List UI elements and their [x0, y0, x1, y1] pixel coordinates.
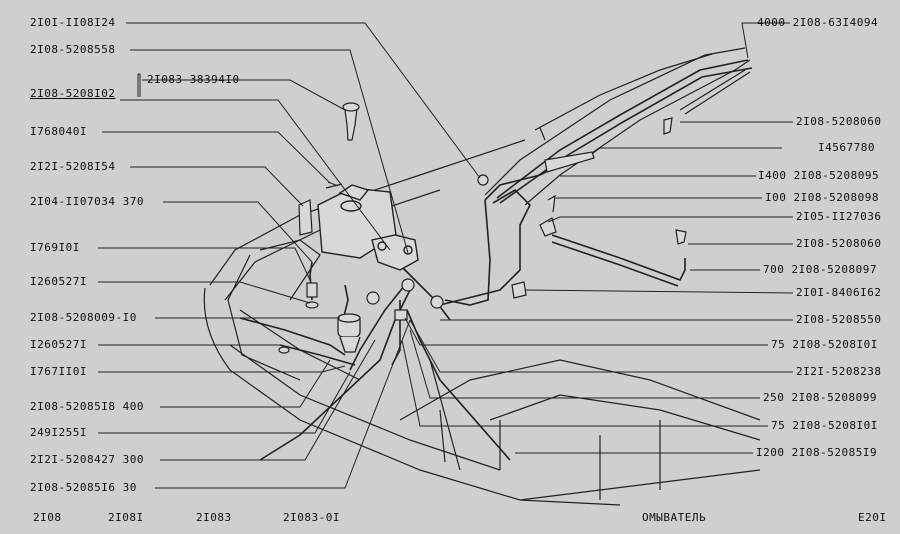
callout-left-5: 2I2I-5208I54 — [30, 160, 116, 173]
leader-lines-left — [98, 22, 481, 489]
callout-left-10: I260527I — [30, 338, 87, 351]
callout-right-14: 75 2I08-5208I0I — [771, 419, 878, 432]
callout-left-1: 2I0I-II08I24 — [30, 16, 116, 29]
callout-right-13: 250 2I08-5208099 — [763, 391, 877, 404]
footer-model-3: 2I083 — [196, 511, 232, 524]
callout-left-14: 2I2I-5208427 300 — [30, 453, 144, 466]
callout-left-8: I260527I — [30, 275, 87, 288]
callout-right-6: 2I05-II27036 — [796, 210, 882, 223]
callout-left-11: I767II0I — [30, 365, 87, 378]
callout-left-7: I769I0I — [30, 241, 80, 254]
callout-left-15: 2I08-52085I6 30 — [30, 481, 137, 494]
callout-left-13: 249I255I — [30, 426, 87, 439]
pump — [337, 313, 361, 353]
footer-model-2: 2I08I — [108, 511, 144, 524]
callout-right-8: 700 2I08-5208097 — [763, 263, 877, 276]
footer-title: ОМЫВАТЕЛЬ — [642, 511, 707, 524]
callout-right-10: 2I08-5208550 — [796, 313, 882, 326]
small-parts — [278, 102, 687, 354]
car-body-outline — [203, 139, 761, 506]
callout-inner: 2I083-38394I0 — [147, 73, 240, 86]
callout-right-3: I4567780 — [818, 141, 875, 154]
callout-left-12: 2I08-52085I8 400 — [30, 400, 144, 413]
callout-right-7: 2I08-5208060 — [796, 237, 882, 250]
leader-lines-right — [401, 22, 794, 454]
callout-left-4: I768040I — [30, 125, 87, 138]
footer-page-code: E20I — [858, 511, 887, 524]
callout-right-12: 2I2I-5208238 — [796, 365, 882, 378]
callout-right-4: I400 2I08-5208095 — [758, 169, 880, 182]
callout-left-3: 2I08-5208I02 — [30, 87, 116, 100]
callout-left-6: 2I04-II07034 370 — [30, 195, 144, 208]
footer-model-4: 2I083-0I — [283, 511, 340, 524]
footer-model-1: 2I08 — [33, 511, 62, 524]
callout-right-9: 2I0I-8406I62 — [796, 286, 882, 299]
callout-left-2: 2I08-5208558 — [30, 43, 116, 56]
callout-right-1: 4000 2I08-63I4094 — [757, 16, 879, 29]
callout-left-9: 2I08-5208009-I0 — [30, 311, 137, 324]
hood-outline — [484, 47, 751, 206]
washer-tank — [317, 184, 419, 271]
callout-right-5: I00 2I08-5208098 — [765, 191, 879, 204]
callout-right-2: 2I08-5208060 — [796, 115, 882, 128]
callout-right-11: 75 2I08-5208I0I — [771, 338, 878, 351]
callout-right-15: I200 2I08-52085I9 — [756, 446, 878, 459]
